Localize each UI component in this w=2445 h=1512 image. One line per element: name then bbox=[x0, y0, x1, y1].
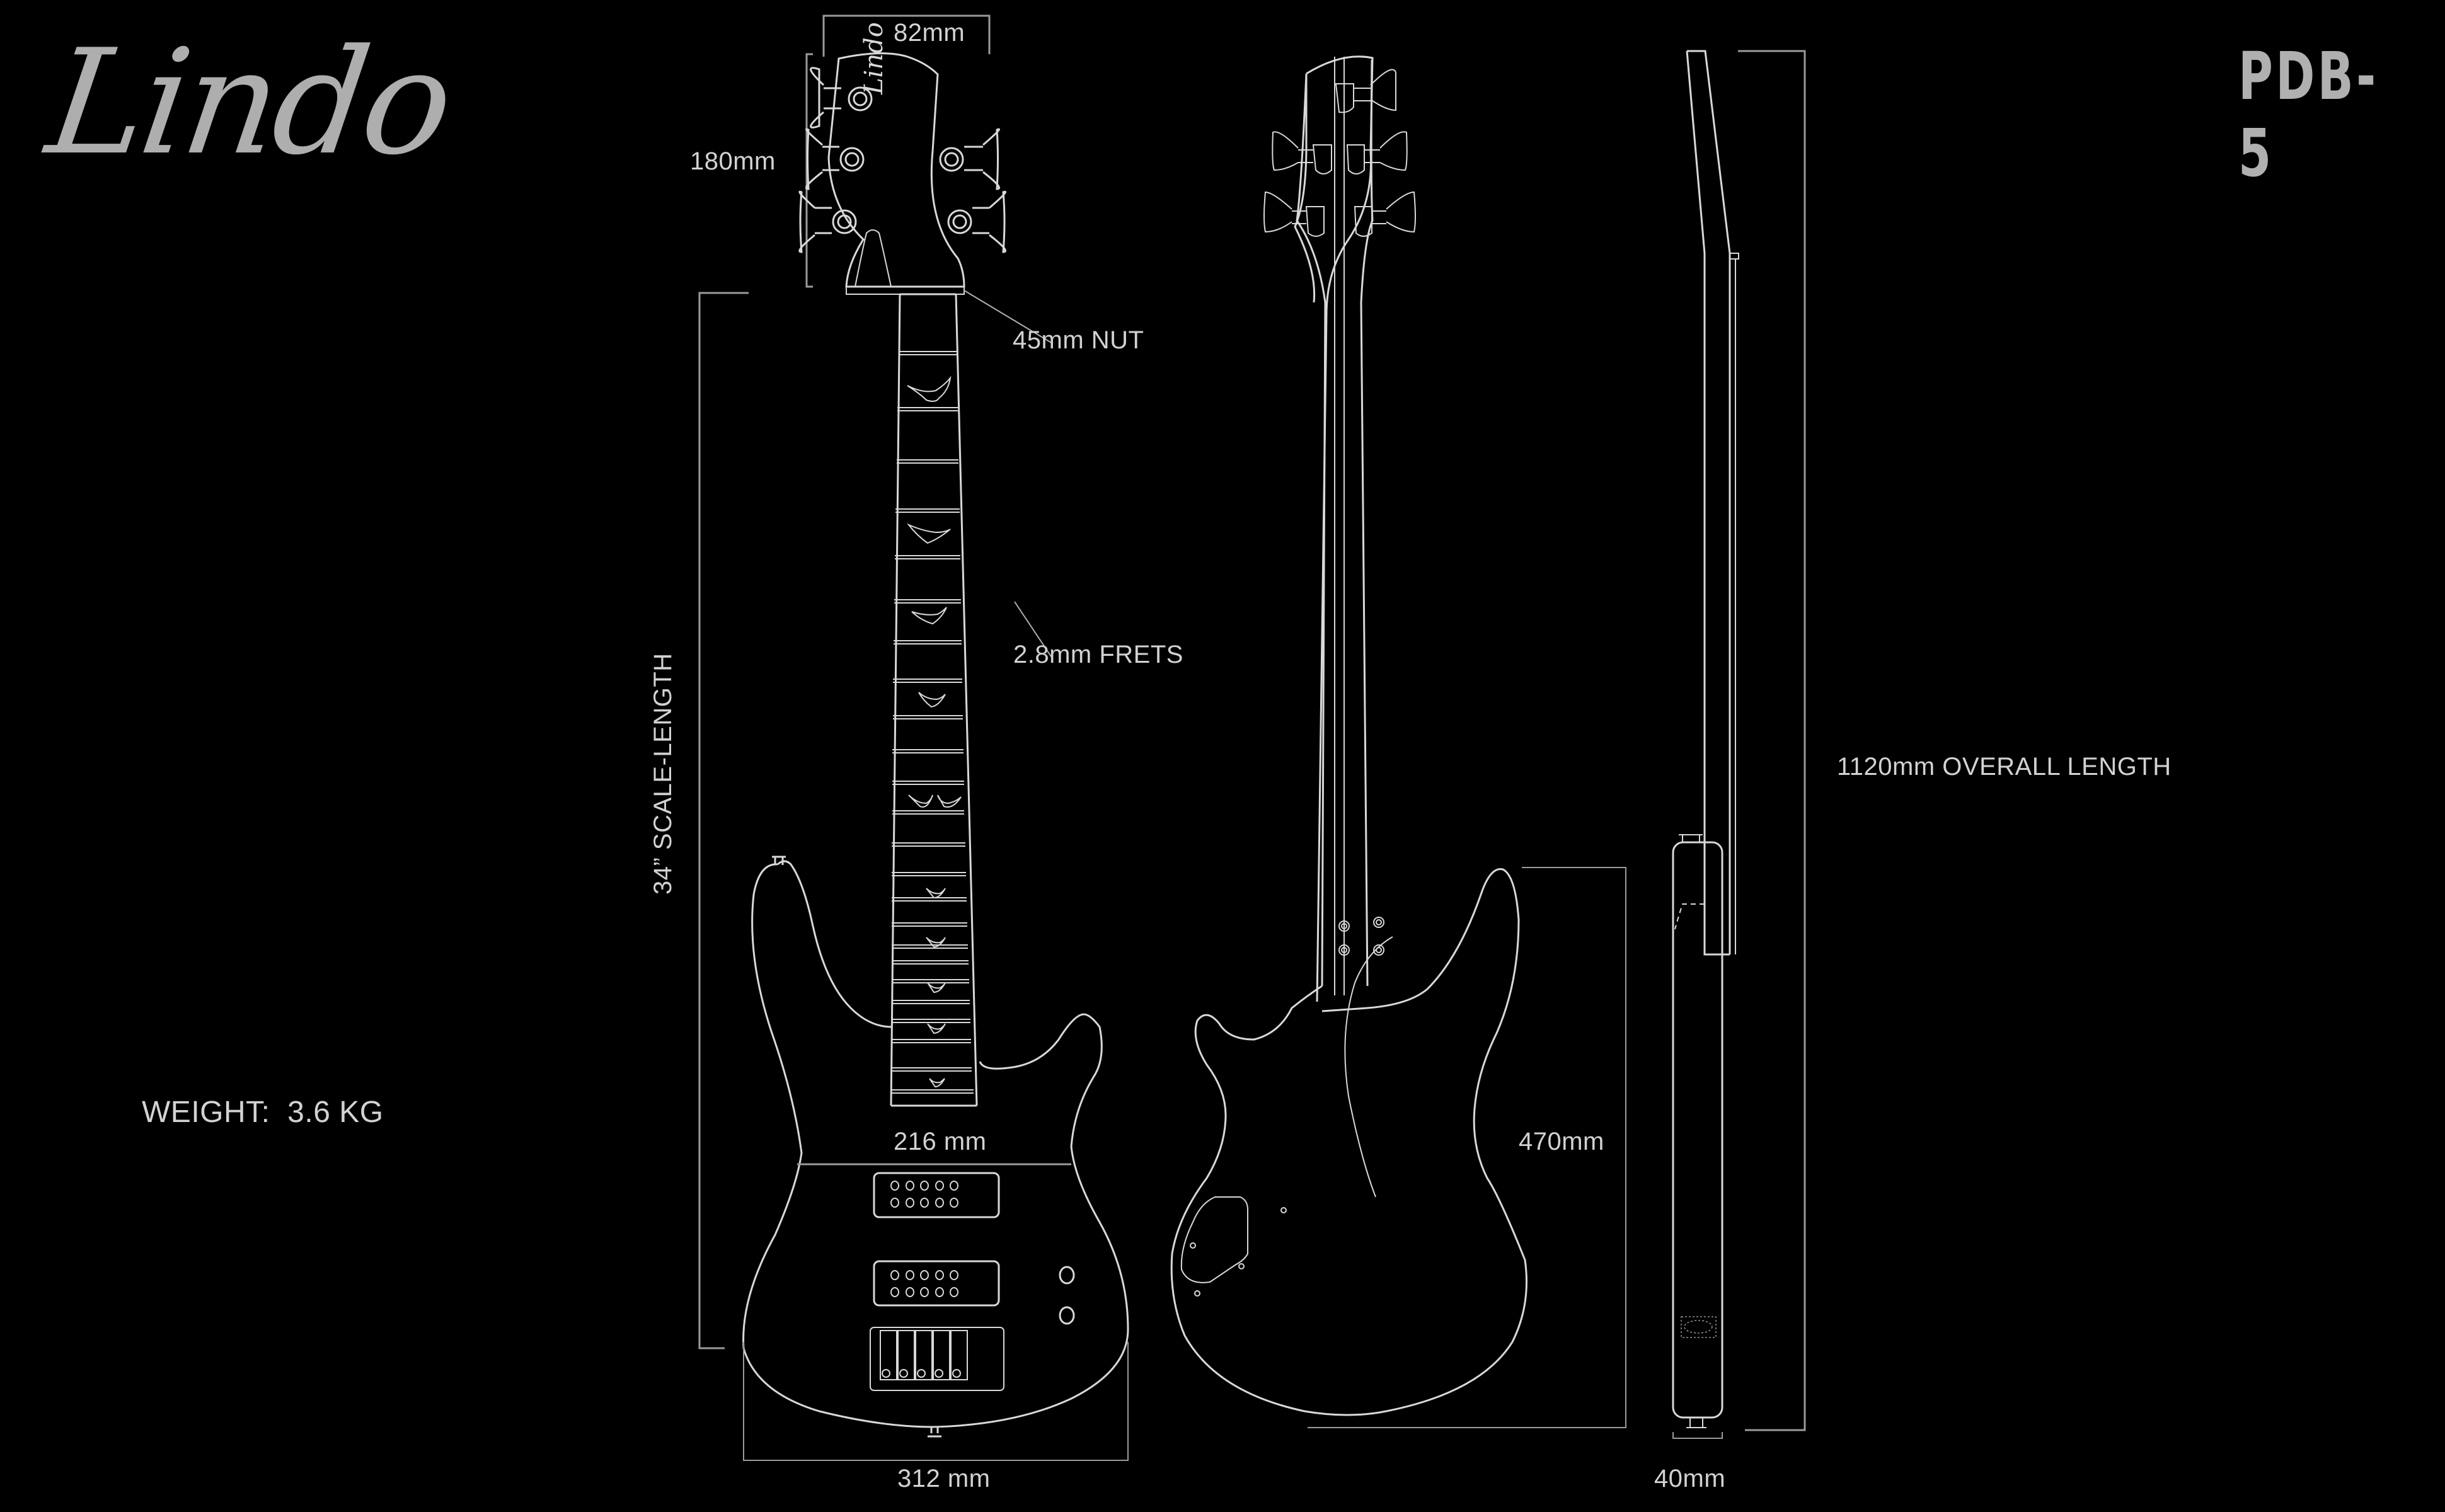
pickup-bridge bbox=[873, 1260, 1000, 1307]
dim-nut-width: 45mm NUT bbox=[1013, 326, 1144, 354]
dim-body-width: 312 mm bbox=[897, 1465, 991, 1492]
bird-inlay-icon bbox=[906, 375, 962, 1088]
dim-body-depth: 40mm bbox=[1654, 1465, 1726, 1492]
front-view: Lindo bbox=[698, 14, 1129, 1461]
pickup-neck bbox=[873, 1172, 1000, 1218]
knob-icon bbox=[1059, 1266, 1075, 1285]
side-view bbox=[1672, 50, 1806, 1439]
tuner-icon bbox=[947, 190, 1006, 253]
dim-overall-length: 1120mm OVERALL LENGTH bbox=[1837, 753, 2172, 781]
dim-body-waist: 216 mm bbox=[894, 1128, 987, 1155]
dim-scale-length: 34” SCALE-LENGTH bbox=[649, 653, 677, 895]
tuner-icon bbox=[810, 67, 873, 129]
tuner-icon bbox=[798, 190, 857, 253]
bridge bbox=[870, 1327, 1004, 1391]
neck-plate-screws bbox=[1338, 917, 1384, 956]
fretboard bbox=[890, 293, 1053, 1107]
headstock-logo: Lindo bbox=[860, 22, 889, 95]
back-view bbox=[1170, 55, 1626, 1428]
spec-weight: WEIGHT: 3.6 KG bbox=[142, 1096, 384, 1129]
model-name: PDB-5 bbox=[2238, 38, 2379, 192]
headstock-front: Lindo bbox=[798, 22, 1006, 288]
cavity-cover bbox=[1180, 1196, 1287, 1297]
dim-headstock-length: 180mm bbox=[690, 147, 776, 175]
dim-fret-width: 2.8mm FRETS bbox=[1013, 641, 1183, 668]
body-front bbox=[742, 856, 1129, 1461]
tuner-icon bbox=[939, 128, 1000, 190]
tuner-icon bbox=[805, 128, 865, 190]
dim-headstock-width: 82mm bbox=[894, 19, 965, 47]
dim-body-length: 470mm bbox=[1519, 1128, 1604, 1155]
knob-icon bbox=[1059, 1306, 1075, 1325]
